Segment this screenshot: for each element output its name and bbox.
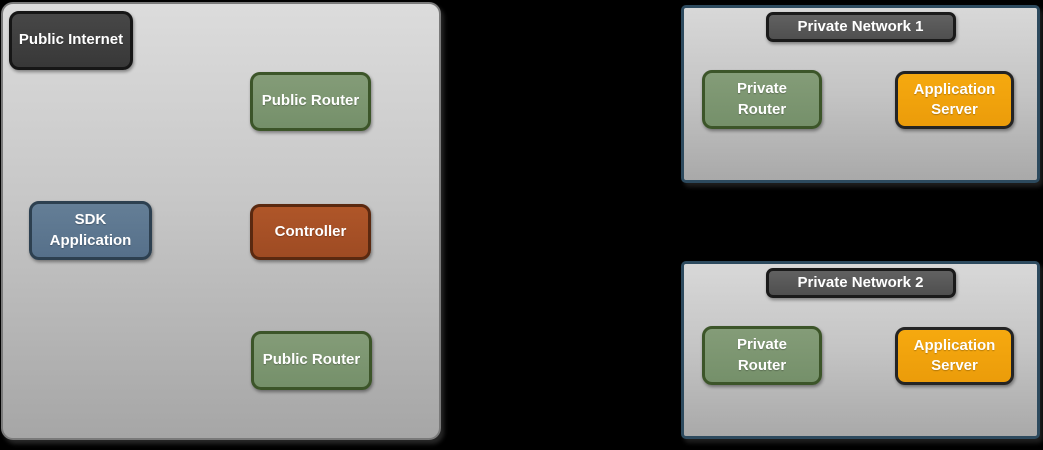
private-network-1-container: Private Network 1 Private Router Applica…: [681, 5, 1040, 183]
public-internet-node: Public Internet: [9, 11, 133, 70]
sdk-application-node: SDK Application: [29, 201, 152, 260]
private-network-1-title: Private Network 1: [765, 12, 956, 42]
public-router-bottom-node: Public Router: [251, 331, 372, 390]
public-zone-container: Public Internet Public Router SDK Applic…: [1, 2, 441, 440]
private-network-1-application-server-node: Application Server: [895, 71, 1014, 129]
private-network-1-private-router-node: Private Router: [702, 70, 822, 129]
private-network-2-application-server-node: Application Server: [895, 327, 1014, 385]
public-router-top-node: Public Router: [250, 72, 371, 131]
private-network-2-container: Private Network 2 Private Router Applica…: [681, 261, 1040, 439]
private-network-2-private-router-node: Private Router: [702, 326, 822, 385]
controller-node: Controller: [250, 204, 371, 260]
private-network-2-title: Private Network 2: [765, 268, 956, 298]
